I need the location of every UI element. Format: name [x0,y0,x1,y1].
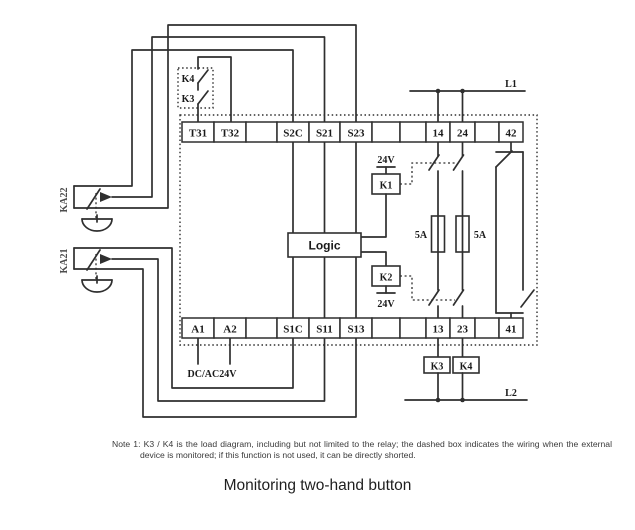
terminal-s11: S11 [316,324,333,336]
terminal-42: 42 [506,128,518,140]
ka21-button: KA21 [59,249,113,293]
terminal-s2c: S2C [283,128,303,140]
channel-42-41 [495,141,535,319]
l1-rail: L1 [409,79,526,123]
k2-label: K2 [380,273,393,284]
k3-load-label: K3 [431,362,444,373]
logic-block: Logic [287,232,362,258]
relay-enclosure-dashed-box [179,114,538,346]
k3-contact-label: K3 [182,94,195,105]
edm-contacts-k4-k3: K4 K3 [177,56,232,123]
terminal-13: 13 [433,324,445,336]
terminal-a2: A2 [223,324,237,336]
k4-contact-label: K4 [182,74,195,85]
ka22-button: KA22 [59,188,113,232]
terminal-s21: S21 [316,128,333,140]
ka22-wiring [73,24,357,209]
terminal-41: 41 [506,324,517,336]
note-body: K3 / K4 is the load diagram, including b… [140,439,612,460]
terminal-23: 23 [457,324,469,336]
diagram-title: Monitoring two-hand button [223,477,412,494]
k2-coil: K2 24V [360,251,455,310]
ka21-wiring [73,247,357,418]
supply-label: DC/AC24V [188,369,238,380]
note-prefix: Note 1: [112,439,141,449]
k1-24v-label: 24V [377,155,395,166]
terminal-s1c: S1C [283,324,303,336]
channel-24-23: 5A [452,141,487,319]
l1-label: L1 [505,79,517,90]
k1-coil: 24V K1 [360,155,455,238]
terminal-strip-bottom: A1 A2 S1C S11 S13 13 23 41 [181,317,524,339]
terminal-s13: S13 [347,324,365,336]
terminal-t31: T31 [189,128,207,140]
fuse-right-label: 5A [474,230,487,241]
ka22-label: KA22 [59,188,70,213]
terminal-s23: S23 [347,128,365,140]
k4-load-label: K4 [460,362,473,373]
logic-label: Logic [309,239,341,253]
l2-label: L2 [505,388,517,399]
supply-stubs: DC/AC24V [188,337,238,380]
terminal-14: 14 [433,128,445,140]
channel-14-13: 5A [415,141,446,319]
terminal-strip-top: T31 T32 S2C S21 S23 14 24 42 [181,121,524,143]
note-text: Note 1: K3 / K4 is the load diagram, inc… [112,439,612,461]
terminal-24: 24 [457,128,469,140]
ka21-label: KA21 [59,249,70,274]
terminal-a1: A1 [191,324,204,336]
internal-columns [292,141,357,319]
terminal-t32: T32 [221,128,240,140]
k1-label: K1 [380,181,393,192]
load-circuit: K3 K4 L2 [404,337,528,403]
fuse-left-label: 5A [415,230,428,241]
k2-24v-label: 24V [377,299,395,310]
